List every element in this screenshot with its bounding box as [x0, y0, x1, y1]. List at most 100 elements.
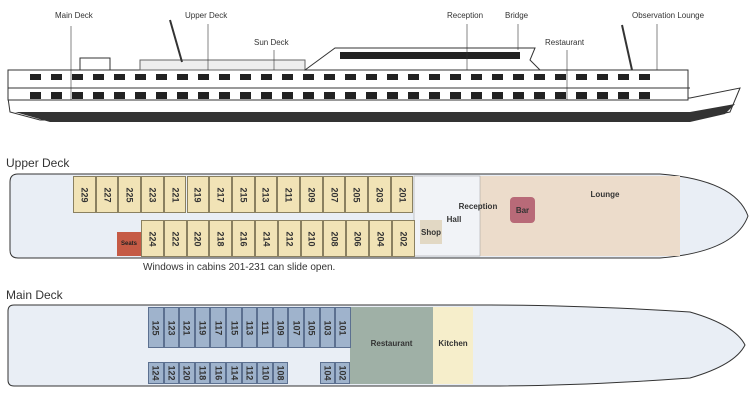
- cabin-number: 213: [260, 186, 271, 203]
- cabin-number: 209: [306, 186, 317, 203]
- window: [471, 74, 482, 80]
- cabin[interactable]: 101: [335, 307, 351, 348]
- window: [261, 92, 272, 99]
- window: [597, 74, 608, 80]
- cabin[interactable]: 124: [148, 362, 164, 384]
- window: [618, 74, 629, 80]
- cabin[interactable]: 114: [226, 362, 242, 384]
- cabin[interactable]: 216: [232, 220, 255, 257]
- window: [198, 74, 209, 80]
- cabin-number: 103: [322, 319, 333, 336]
- cabin-number: 111: [259, 320, 270, 335]
- cabin[interactable]: 205: [345, 176, 369, 213]
- window: [324, 74, 335, 80]
- cabin-number: 201: [397, 186, 408, 203]
- cabin[interactable]: 217: [209, 176, 232, 213]
- cabin[interactable]: 204: [369, 220, 392, 257]
- window: [114, 74, 125, 80]
- window: [219, 92, 230, 99]
- cabin[interactable]: 223: [141, 176, 164, 213]
- cabin[interactable]: 109: [272, 307, 289, 348]
- window: [513, 74, 524, 80]
- cabin-number: 121: [181, 319, 192, 336]
- cabin-number: 223: [147, 186, 158, 203]
- cabin[interactable]: 117: [210, 307, 226, 348]
- cabin[interactable]: 221: [163, 176, 187, 213]
- window: [93, 74, 104, 80]
- window: [639, 74, 650, 80]
- cabin[interactable]: 108: [272, 362, 289, 384]
- window: [303, 92, 314, 99]
- cabin[interactable]: 104: [320, 362, 335, 384]
- kitchen: Kitchen: [438, 338, 468, 348]
- cabin[interactable]: 202: [391, 220, 415, 257]
- cabin-number: 109: [275, 319, 286, 336]
- cabin[interactable]: 224: [141, 220, 164, 257]
- window: [177, 74, 188, 80]
- window: [93, 92, 104, 99]
- window: [471, 92, 482, 99]
- cabin[interactable]: 220: [186, 220, 210, 257]
- cabin[interactable]: 115: [226, 307, 242, 348]
- cabin-number: 105: [306, 319, 317, 336]
- cabin-number: 120: [181, 365, 192, 381]
- cabin-number: 215: [238, 186, 249, 203]
- window: [408, 92, 419, 99]
- cabin[interactable]: 225: [118, 176, 142, 213]
- window: [261, 74, 272, 80]
- cabin-number: 124: [150, 365, 161, 381]
- cabin[interactable]: 212: [277, 220, 301, 257]
- cabin[interactable]: 112: [241, 362, 258, 384]
- cabin[interactable]: 209: [300, 176, 323, 213]
- cabin[interactable]: 103: [319, 307, 336, 348]
- cabin[interactable]: 219: [186, 176, 210, 213]
- cabin[interactable]: 213: [254, 176, 278, 213]
- cabin[interactable]: 116: [210, 362, 226, 384]
- cabin[interactable]: 125: [148, 307, 164, 348]
- window: [177, 92, 188, 99]
- cabin[interactable]: 206: [346, 220, 369, 257]
- window: [492, 74, 503, 80]
- window: [51, 92, 62, 99]
- cabin-number: 219: [192, 186, 203, 203]
- window: [366, 92, 377, 99]
- window: [303, 74, 314, 80]
- cabin[interactable]: 102: [335, 362, 350, 384]
- window: [429, 74, 440, 80]
- cabin[interactable]: 207: [322, 176, 346, 213]
- cabin[interactable]: 122: [163, 362, 180, 384]
- cabin[interactable]: 222: [163, 220, 187, 257]
- cabin[interactable]: 113: [241, 307, 258, 348]
- cabin[interactable]: 107: [288, 307, 304, 348]
- cabin[interactable]: 105: [304, 307, 320, 348]
- window: [450, 74, 461, 80]
- cabin[interactable]: 111: [257, 307, 273, 348]
- window: [366, 74, 377, 80]
- cabin-number: 218: [215, 230, 226, 247]
- window: [72, 74, 83, 80]
- cabin[interactable]: 121: [179, 307, 195, 348]
- cabin[interactable]: 215: [231, 176, 255, 213]
- cabin-number: 227: [102, 186, 113, 203]
- cabin[interactable]: 218: [209, 220, 233, 257]
- cabin[interactable]: 119: [194, 307, 211, 348]
- cabin-number: 114: [228, 365, 239, 381]
- cabin[interactable]: 210: [300, 220, 324, 257]
- cabin[interactable]: 118: [194, 362, 211, 384]
- cabin[interactable]: 110: [257, 362, 273, 384]
- cabin[interactable]: 203: [368, 176, 391, 213]
- cabin[interactable]: 211: [277, 176, 300, 213]
- cabin[interactable]: 201: [390, 176, 414, 213]
- window: [72, 92, 83, 99]
- window: [618, 92, 629, 99]
- cabin[interactable]: 120: [179, 362, 195, 384]
- cabin[interactable]: 229: [73, 176, 96, 213]
- cabin[interactable]: 214: [255, 220, 278, 257]
- cabin[interactable]: 227: [95, 176, 119, 213]
- cabin-number: 221: [170, 186, 181, 203]
- window: [492, 92, 503, 99]
- cabin[interactable]: 123: [163, 307, 180, 348]
- bar: Bar: [510, 197, 535, 223]
- cabin[interactable]: 208: [323, 220, 347, 257]
- window: [135, 74, 146, 80]
